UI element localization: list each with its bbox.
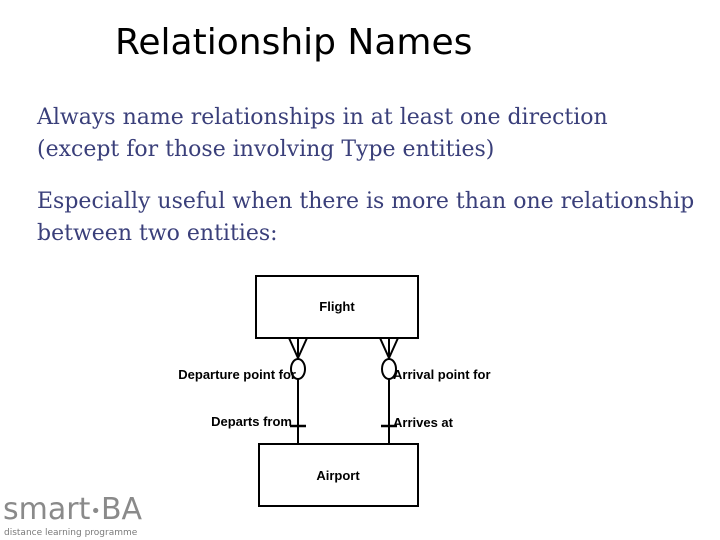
logo-wordmark-left: smart (3, 492, 91, 527)
paragraph-1-line-2: (except for those involving Type entitie… (37, 137, 495, 162)
entity-airport-box (258, 443, 419, 507)
label-departure-point-for: Departure point for (178, 367, 296, 382)
relationship-arrival-line (379, 337, 399, 444)
paragraph-2-line-1: Especially useful when there is more tha… (37, 189, 695, 214)
entity-flight-box (255, 275, 419, 339)
paragraph-1: Always name relationships in at least on… (37, 102, 608, 166)
label-departs-from: Departs from (211, 414, 292, 429)
logo-wordmark-right: BA (100, 492, 143, 527)
relationship-departure-line (288, 337, 308, 444)
entity-airport-label: Airport (316, 468, 360, 483)
logo-tagline: distance learning programme (4, 528, 138, 538)
logo-wordmark: smart•BA (3, 494, 142, 528)
entity-flight-label: Flight (319, 299, 355, 314)
paragraph-1-line-1: Always name relationships in at least on… (37, 105, 608, 130)
paragraph-2: Especially useful when there is more tha… (37, 186, 694, 250)
slide-title: Relationship Names (115, 22, 473, 63)
label-arrival-point-for: Arrival point for (393, 367, 491, 382)
paragraph-2-line-2: between two entities: (37, 221, 278, 246)
smartba-logo: smart•BA distance learning programme (3, 494, 142, 539)
label-arrives-at: Arrives at (393, 415, 454, 430)
logo-dot: • (90, 501, 101, 522)
